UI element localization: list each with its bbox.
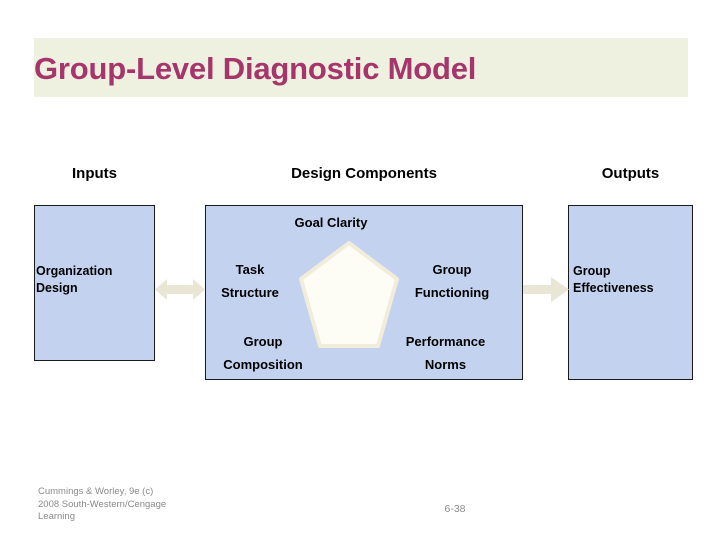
node-label-performance-norms: Performance Norms <box>380 330 511 376</box>
organization-design-label-line2: Design <box>36 281 78 295</box>
node-label-group-composition-line1: Group <box>243 334 283 349</box>
organization-design-label-line1: Organization <box>36 264 113 278</box>
footer-credit-line1: Cummings & Worley, 9e (c) <box>38 486 154 497</box>
column-header-outputs: Outputs <box>601 165 660 182</box>
footer-credit-line3: Learning <box>38 511 75 522</box>
node-label-task-structure: Task Structure <box>204 258 296 304</box>
page-title: Group-Level Diagnostic Model <box>34 51 477 86</box>
group-effectiveness-label-line2: Effectiveness <box>573 281 654 295</box>
node-label-group-composition: Group Composition <box>199 330 327 376</box>
node-label-group-functioning-line2: Functioning <box>414 285 490 300</box>
column-header-inputs: Inputs <box>72 165 117 182</box>
node-label-performance-norms-line2: Norms <box>424 357 467 372</box>
right-arrow-icon <box>523 277 569 302</box>
outputs-panel <box>568 205 693 380</box>
footer-credit: Cummings & Worley, 9e (c) 2008 South-Wes… <box>38 486 268 524</box>
node-label-group-functioning-line1: Group <box>432 262 472 277</box>
node-label-group-composition-line2: Composition <box>223 357 303 372</box>
organization-design-label: Organization Design <box>36 263 151 297</box>
pentagon-shape <box>299 241 399 348</box>
title-banner <box>34 38 688 97</box>
group-effectiveness-label-line1: Group <box>573 264 611 278</box>
bidirectional-arrow-icon <box>155 279 205 300</box>
node-label-task-structure-line2: Structure <box>221 285 279 300</box>
column-header-design-components: Design Components <box>291 165 437 182</box>
node-label-performance-norms-line1: Performance <box>405 334 486 349</box>
group-effectiveness-label: Group Effectiveness <box>573 263 693 297</box>
inputs-panel <box>34 205 155 361</box>
node-label-group-functioning: Group Functioning <box>390 258 514 304</box>
node-label-goal-clarity: Goal Clarity <box>294 215 368 230</box>
page-number: 6-38 <box>444 503 466 515</box>
node-label-task-structure-line1: Task <box>235 262 265 277</box>
footer-credit-line2: 2008 South-Western/Cengage <box>38 498 167 510</box>
